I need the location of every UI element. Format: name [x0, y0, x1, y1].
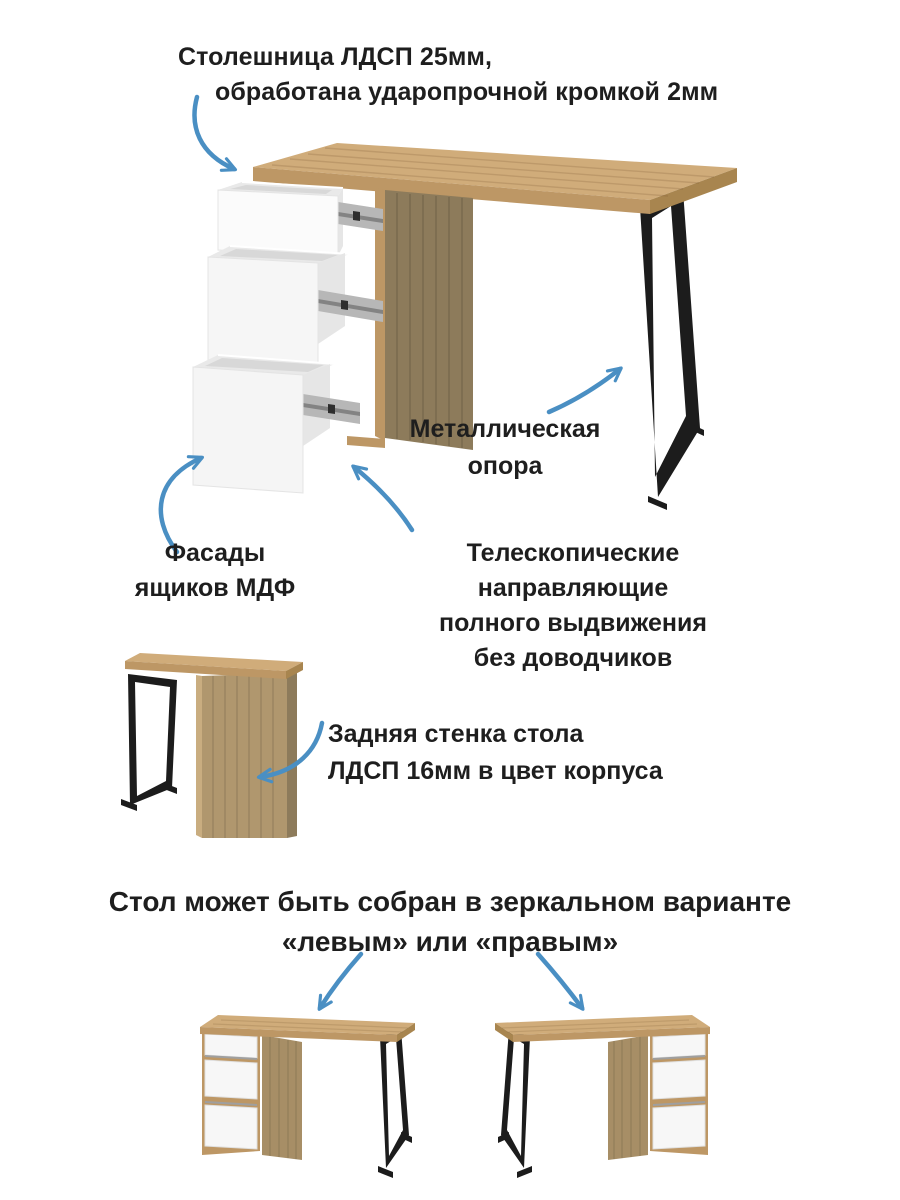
telescopic-rail-1: [338, 202, 383, 231]
tabletop-label-line2: обработана ударопрочной кромкой 2мм: [215, 78, 719, 106]
back-panel-cabinet: [196, 671, 297, 838]
mirror-variants-heading-line1: Стол может быть собран в зеркальном вари…: [108, 886, 792, 917]
back-panel-label-line2: ЛДСП 16мм в цвет корпуса: [328, 757, 663, 785]
drawer-fronts-label: Фасады ящиков МДФ: [115, 536, 315, 606]
metal-leg-label: Металлическая опора: [405, 411, 605, 485]
telescopic-rail-2: [318, 290, 383, 322]
back-panel-label: Задняя стенка стола ЛДСП 16мм в цвет кор…: [328, 716, 663, 790]
metal-leg: [378, 1029, 412, 1178]
slides-label: Телескопические направляющие полного выд…: [368, 536, 778, 676]
drawer-cabinet: [347, 188, 473, 450]
drawer-fronts-label-line2: ящиков МДФ: [134, 574, 296, 602]
wood-grain: [212, 1019, 409, 1033]
rear-view-desk-figure: [121, 653, 303, 838]
metal-leg-label-line1: Металлическая: [409, 415, 601, 443]
slides-label-line2: полного выдвижения: [439, 609, 707, 637]
arrow-to-left-variant-icon: [317, 951, 364, 1011]
desk-tabletop: [253, 143, 737, 214]
left-variant-desk-figure: [200, 1015, 415, 1178]
metal-leg: [121, 674, 177, 811]
desk-tabletop: [125, 653, 303, 679]
slides-label-line1: Телескопические направляющие: [466, 539, 680, 602]
drawer-fronts-label-line1: Фасады: [164, 539, 266, 567]
desk-tabletop: [200, 1015, 415, 1042]
right-variant-desk-figure: [494, 1014, 711, 1179]
drawer-cabinet: [202, 1030, 302, 1160]
metal-leg: [640, 190, 704, 510]
telescopic-rail-3: [303, 394, 360, 424]
mirror-variants-heading-line2: «левым» или «правым»: [281, 926, 619, 957]
open-drawer-3: [192, 354, 360, 494]
wood-grain: [271, 147, 715, 197]
wood-grain: [396, 193, 463, 448]
main-desk-figure: [192, 143, 737, 510]
wood-grain: [212, 674, 274, 838]
open-drawer-2: [207, 245, 383, 371]
tabletop-label: Столешница ЛДСП 25мм, обработана ударопр…: [178, 40, 718, 110]
open-drawer-1: [217, 181, 383, 257]
back-panel-label-line1: Задняя стенка стола: [328, 720, 584, 748]
mirror-variants-heading: Стол может быть собран в зеркальном вари…: [0, 882, 900, 962]
slides-label-line3: без доводчиков: [473, 644, 673, 672]
metal-leg-label-line2: опора: [467, 452, 543, 480]
wood-grain: [269, 1037, 297, 1159]
tabletop-label-line1: Столешница ЛДСП 25мм,: [178, 43, 493, 71]
arrow-to-right-variant-icon: [535, 951, 585, 1011]
